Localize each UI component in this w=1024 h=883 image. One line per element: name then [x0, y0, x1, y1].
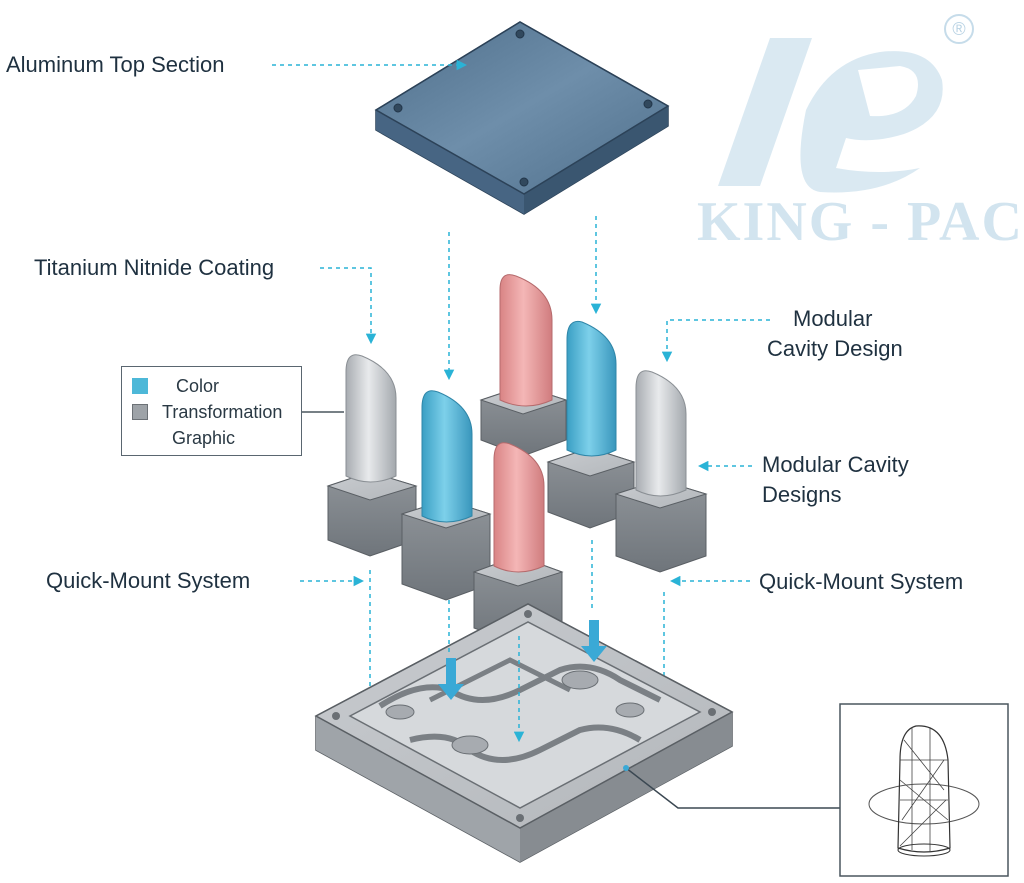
- legend-label-transformation: Transformation: [162, 402, 283, 422]
- mold-blue-front: [400, 390, 492, 601]
- label-modular-cavity-designs-line2: Designs: [762, 482, 842, 507]
- legend-label-graphic: Graphic: [172, 428, 236, 448]
- legend-swatch-gray: [132, 404, 148, 420]
- label-quick-mount-right: Quick-Mount System: [759, 569, 964, 594]
- label-titanium-coating: Titanium Nitnide Coating: [34, 255, 275, 280]
- aluminum-top-plate: [374, 21, 670, 215]
- brand-logo-mark: [718, 38, 943, 193]
- mold-blue-back: [546, 320, 636, 529]
- legend-label-color: Color: [176, 376, 220, 396]
- label-modular-cavity-design-line2: Cavity Design: [767, 336, 903, 361]
- legend-box: Color Transformation Graphic: [121, 366, 302, 456]
- label-quick-mount-left: Quick-Mount System: [46, 568, 251, 593]
- inset-connector: [625, 767, 840, 809]
- wireframe-inset: [839, 703, 1009, 877]
- mold-silver-left: [326, 354, 418, 557]
- insert-arrows: [438, 620, 607, 700]
- base-plate: [314, 603, 734, 863]
- leader-coating: [320, 267, 377, 345]
- label-modular-cavity-design-line1: Modular: [793, 306, 873, 331]
- registered-mark: ®: [944, 14, 974, 44]
- mold-pink-back: [479, 274, 568, 457]
- label-modular-cavity-designs-line1: Modular Cavity: [762, 452, 909, 477]
- brand-wordmark: KING - PACK: [697, 191, 1024, 253]
- mold-silver-right: [614, 370, 708, 573]
- label-aluminum-top-section: Aluminum Top Section: [6, 52, 225, 77]
- leader-modular-1: [661, 319, 770, 363]
- legend-swatch-blue: [132, 378, 148, 394]
